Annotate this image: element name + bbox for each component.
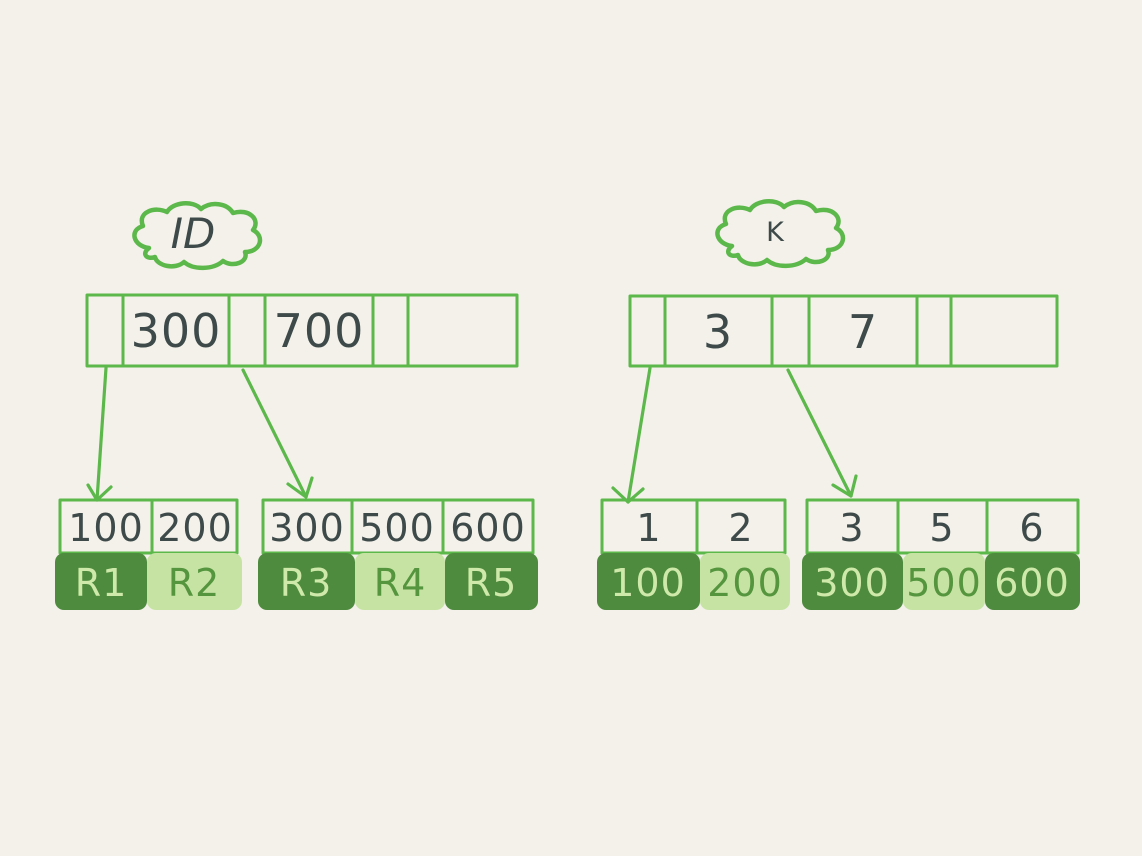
leaf-key: 600: [450, 506, 526, 550]
k-arrow-right: [786, 368, 858, 498]
leaf-value-cell: [55, 553, 147, 610]
root-cell-value: 7: [848, 305, 878, 359]
leaf-key: 3: [839, 506, 864, 550]
leaf-key: 200: [157, 506, 233, 550]
secondary-index-diagram: K 3 7 1 2 100: [597, 199, 1080, 610]
leaf-row-label: R4: [374, 561, 427, 605]
leaf-key: 1: [636, 506, 661, 550]
leaf-value-cell: [258, 553, 355, 610]
leaf-row-label: 500: [906, 561, 982, 605]
leaf-value-cell: [355, 553, 445, 610]
leaf-row-label: R1: [75, 561, 128, 605]
k-leaf-node-1: 1 2 100 200: [597, 498, 790, 610]
leaf-key: 500: [359, 506, 435, 550]
leaf-value-cell: [802, 553, 903, 610]
leaf-row-label: 200: [707, 561, 783, 605]
leaf-key: 5: [929, 506, 954, 550]
k-cloud: [715, 199, 846, 269]
root-cell-value: 3: [703, 305, 733, 359]
leaf-value-cell: [445, 553, 538, 610]
leaf-key: 300: [269, 506, 345, 550]
leaf-row-label: 600: [994, 561, 1070, 605]
cloud-shape: [715, 199, 846, 269]
leaf-value-cell: [147, 553, 242, 610]
k-root-node: 3 7: [628, 294, 1059, 368]
id-leaf-node-2: 300 500 600 R3 R4 R5: [258, 498, 538, 610]
leaf-key: 2: [728, 506, 753, 550]
k-root-box: [628, 294, 1059, 368]
k-cloud-label: K: [766, 217, 785, 248]
leaf-row-label: R3: [280, 561, 333, 605]
id-root-node: 300 700: [85, 293, 519, 368]
id-leaf-node-1: 100 200 R1 R2: [55, 498, 242, 610]
k-leaf-node-2: 3 5 6 300 500 600: [802, 498, 1080, 610]
root-cell-value: 700: [274, 304, 365, 358]
primary-index-diagram: ID 300 700 100 200: [55, 201, 538, 610]
leaf-row-label: 300: [814, 561, 890, 605]
k-arrow-left: [611, 366, 652, 504]
leaf-key: 6: [1019, 506, 1044, 550]
leaf-value-cell: [700, 553, 790, 610]
root-cell-value: 300: [131, 304, 222, 358]
id-arrow-right: [241, 368, 314, 499]
leaf-value-cell: [597, 553, 700, 610]
leaf-key-row: [600, 498, 787, 555]
leaf-row-label: 100: [610, 561, 686, 605]
leaf-value-cell: [903, 553, 985, 610]
id-cloud: [132, 201, 263, 271]
cloud-shape: [132, 201, 263, 271]
leaf-key: 100: [68, 506, 144, 550]
leaf-value-cell: [985, 553, 1080, 610]
id-arrow-left: [86, 366, 113, 502]
leaf-key-row: [58, 498, 239, 555]
id-cloud-label: ID: [171, 209, 216, 258]
leaf-row-label: R2: [168, 561, 221, 605]
id-root-box: [85, 293, 519, 368]
leaf-row-label: R5: [465, 561, 518, 605]
